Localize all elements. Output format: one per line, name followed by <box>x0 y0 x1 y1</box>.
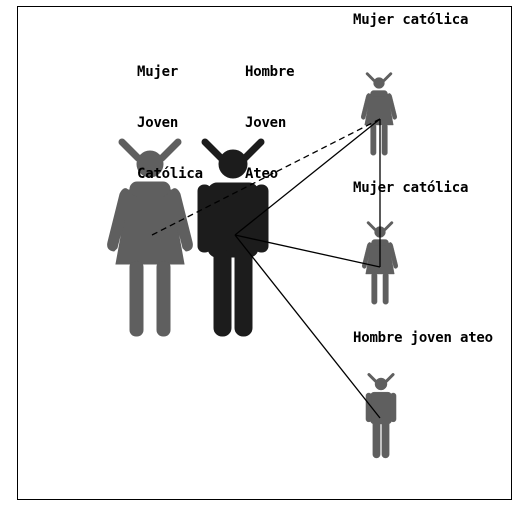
man-small-figure <box>364 373 398 460</box>
diagram-frame <box>17 6 512 500</box>
link-man-main-to-woman-1 <box>234 118 381 236</box>
link-woman-main-to-woman-1 <box>151 118 381 236</box>
link-man-main-to-woman-2 <box>234 234 381 268</box>
woman-main-label: Mujer Joven Católica <box>137 30 203 200</box>
man-main-label-line-3: Ateo <box>245 166 278 182</box>
link-man-main-to-man-small <box>234 234 381 419</box>
man-main-label-line-2: Joven <box>245 115 287 131</box>
woman-2-label: Mujer católica <box>353 180 469 196</box>
woman-1-figure <box>359 72 399 157</box>
woman-main-label-line-3: Católica <box>137 166 203 182</box>
woman-main-label-line-2: Joven <box>137 115 179 131</box>
woman-1-label: Mujer católica <box>353 12 469 28</box>
man-main-label-line-1: Hombre <box>245 64 295 80</box>
man-small-label: Hombre joven ateo <box>353 330 493 346</box>
woman-main-label-line-1: Mujer <box>137 64 179 80</box>
man-main-label: Hombre Joven Ateo <box>245 30 295 200</box>
